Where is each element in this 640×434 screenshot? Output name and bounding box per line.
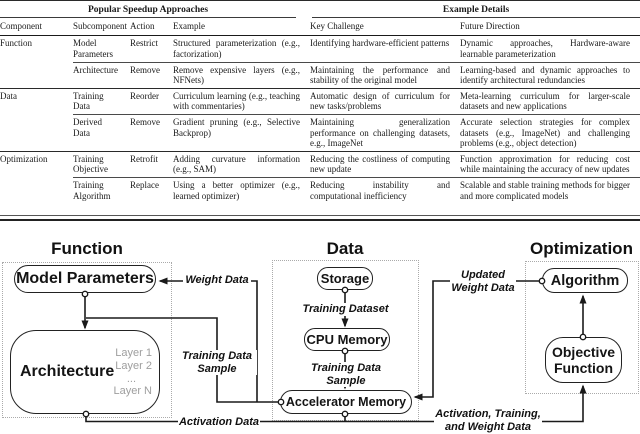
architecture-label: Architecture <box>20 363 115 380</box>
optimization-group-title: Optimization <box>530 239 633 258</box>
table-group-header-row: Popular Speedup Approaches Example Detai… <box>0 1 640 19</box>
cell-action: Remove <box>130 61 173 89</box>
cell-example: Gradient pruning (e.g., Selective Backpr… <box>173 114 311 152</box>
cell-subcomponent: Derived Data <box>73 114 130 152</box>
cell-subcomponent: Training Data <box>73 87 130 115</box>
group-header-example-details: Example Details <box>312 1 640 19</box>
cell-key-challenge: Identifying hardware-efficient patterns <box>310 38 450 49</box>
training-data-sample-mid-label: Training Data Sample <box>290 362 402 387</box>
layer-item: Layer N <box>113 385 152 398</box>
table-row: Architecture Remove Remove expensive lay… <box>0 61 640 89</box>
accelerator-memory-node: Accelerator Memory <box>280 390 412 414</box>
training-data-sample-left-label: Training Data Sample <box>177 350 257 375</box>
cell-component: Function <box>0 38 33 49</box>
cell-future-direction: Accurate selection strategies for comple… <box>460 114 640 152</box>
table-row: Optimization Training Objective Retrofit… <box>0 150 640 204</box>
cell-example: Curriculum learning (e.g., teaching with… <box>173 87 311 115</box>
cell-subcomponent: Training Objective <box>73 150 130 178</box>
cell-action: Restrict <box>130 38 158 49</box>
col-header-subcomponent: Subcomponent <box>73 18 130 37</box>
cell-action: Remove <box>130 114 173 152</box>
table-row: Training Algorithm Replace Using a bette… <box>0 177 640 204</box>
cell-component: Data <box>0 87 73 152</box>
col-header-action: Action <box>130 18 173 37</box>
table-row: Function Model Parameters Restrict Struc… <box>0 36 640 62</box>
weight-data-label: Weight Data <box>183 274 251 287</box>
cell-example: Remove expensive layers (e.g., NFNets) <box>173 61 311 89</box>
cell-key-challenge: Maintaining the performance and stabilit… <box>310 61 461 89</box>
cell-key-challenge: Maintaining generalization performance o… <box>310 114 461 152</box>
edge-weight-data-to-params <box>158 277 258 402</box>
col-header-component: Component <box>0 18 73 37</box>
group-header-popular-speedup: Popular Speedup Approaches <box>0 1 297 19</box>
col-header-example: Example <box>173 18 311 37</box>
edge-updated-weights-to-accelerator <box>413 280 542 401</box>
cell-component: Optimization <box>0 150 73 204</box>
architecture-node: Architecture Layer 1 Layer 2 ... Layer N <box>10 330 160 414</box>
cell-future-direction: Learning-based and dynamic approaches to… <box>460 61 640 89</box>
cell-action: Reorder <box>130 87 173 115</box>
speedup-approaches-table: Popular Speedup Approaches Example Detai… <box>0 0 640 204</box>
col-header-key-challenge: Key Challenge <box>310 18 461 37</box>
cell-subcomponent: Training Algorithm <box>73 177 130 204</box>
layer-item: Layer 2 <box>115 359 152 372</box>
architecture-layers-list: Layer 1 Layer 2 ... Layer N <box>104 347 152 398</box>
layer-item: Layer 1 <box>115 347 152 359</box>
algorithm-node: Algorithm <box>542 268 628 293</box>
cell-action: Replace <box>130 177 173 204</box>
cell-future-direction: Function approximation for reducing cost… <box>460 150 640 178</box>
data-group-title: Data <box>326 239 364 258</box>
training-dataset-label: Training Dataset <box>299 303 392 316</box>
updated-weight-data-label: Updated Weight Data <box>450 269 516 294</box>
cell-subcomponent: Architecture <box>73 61 130 89</box>
table-bottom-rule-thin <box>0 215 640 216</box>
table-column-header-row: Component Subcomponent Action Example Ke… <box>0 18 640 37</box>
activation-training-weight-label: Activation, Training, and Weight Data <box>434 408 542 433</box>
cpu-memory-node: CPU Memory <box>304 328 390 351</box>
table-row: Derived Data Remove Gradient pruning (e.… <box>0 114 640 152</box>
cell-subcomponent: Model Parameters <box>73 38 113 59</box>
model-parameters-node: Model Parameters <box>14 265 156 293</box>
cell-example: Using a better optimizer (e.g., learned … <box>173 177 311 204</box>
cell-key-challenge: Reducing instability and computational i… <box>310 177 461 204</box>
cell-future-direction: Meta-learning curriculum for larger-scal… <box>460 87 640 115</box>
col-header-future-direction: Future Direction <box>460 18 640 37</box>
cell-key-challenge: Automatic design of curriculum for new t… <box>310 87 461 115</box>
table-bottom-rule-thick <box>0 219 640 221</box>
cell-future-direction: Dynamic approaches, Hardware-aware learn… <box>460 38 631 59</box>
objective-function-node: Objective Function <box>545 337 622 383</box>
storage-node: Storage <box>317 267 373 290</box>
activation-data-label: Activation Data <box>178 416 260 429</box>
layer-ellipsis: ... <box>126 372 136 385</box>
cell-example: Structured parameterization (e.g., facto… <box>173 38 301 59</box>
function-group-title: Function <box>51 239 123 258</box>
cell-future-direction: Scalable and stable training methods for… <box>460 177 640 204</box>
cell-key-challenge: Reducing the costliness of computing new… <box>310 150 461 178</box>
table-row: Data Training Data Reorder Curriculum le… <box>0 87 640 152</box>
cell-example: Adding curvature information (e.g., SAM) <box>173 150 311 178</box>
cell-action: Retrofit <box>130 150 173 178</box>
